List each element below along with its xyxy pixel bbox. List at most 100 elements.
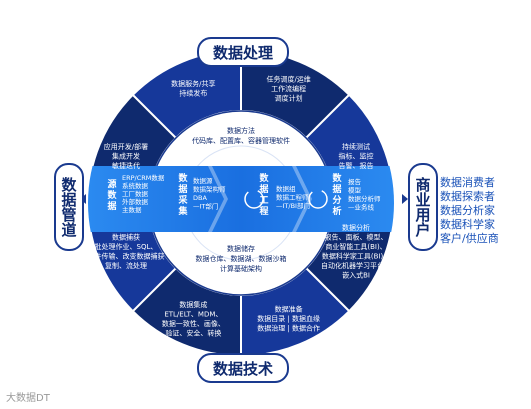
outer-ring-label-line: 数据捕获 [112,232,140,241]
business-user-item: 数据消费者 [440,176,495,189]
outer-ring-label-line: ETL/ELT、MDM、 [164,310,222,318]
band-stage-title-char: 据 [332,183,341,195]
outer-ring-label-line: 自动化机器学习平台、 [321,261,391,270]
band-stage-title-char: 数 [259,172,269,184]
business-user-item: 数据科学家 [440,218,495,231]
section-right-label: 商业用户 [408,163,438,251]
outer-ring-label-line: 数据科学家工具(BI)、 [322,251,390,260]
outer-ring-label-line: 嵌入式BI [342,270,370,279]
outer-ring-label-line: 文件传输、改变数据捕获 [87,251,164,260]
band-stage-item: 外部数据 [122,197,149,206]
outer-ring-label-line: 工作流编程 [271,84,306,93]
business-user-item: 客户/供应商 [440,232,499,245]
band-stage-item: 数据工程师 [276,193,309,202]
band-stage-items: ERP/CRM数据系统数据工厂数据外部数据主数据 [122,173,165,214]
band-stage-items: 报告模型数据分析师—业务线 [348,177,381,212]
outer-ring-label-line: 数据分析 [342,223,370,232]
band-stage-item: 报告 [348,177,362,186]
inner-ring-label: 数据方法代码库、配置库、容器管理软件 [192,126,290,145]
band-stage-item: DBA [193,194,207,202]
outer-ring-label-line: 敏捷迭代 [112,161,140,170]
outer-ring-label-line: 调度计划 [275,93,303,102]
band-stage-title-char: 数 [332,172,342,184]
outer-ring-label-line: 报告、面板、模型、 [325,232,388,241]
outer-ring-label-line: 数据准备 [275,305,303,314]
band-stage-title-char: 据 [178,183,187,195]
watermark-text: 大数据DT [6,393,50,404]
inner-ring-label-line: 计算基础架构 [220,264,262,273]
outer-ring-label-line: 商业智能工具(BI)、 [325,242,386,251]
band-stage-title: 数据分析 [332,172,342,217]
outer-ring-label-line: 持续发布 [179,89,207,98]
outer-ring-label: 数据准备数据目录 | 数据血缘数据治理 | 数据合作 [257,305,320,333]
band-stage-title-char: 数 [178,172,188,184]
outer-ring-label-line: 数据服务/共享 [171,79,215,88]
band-stage-title: 源数据 [107,178,117,212]
band-stage-item: 数据源 [193,176,213,185]
business-user-item: 数据探索者 [440,190,495,203]
band-stage-items: 数据组数据工程师—IT/BI部门 [276,184,310,210]
inner-ring-label-line: 代码库、配置库、容器管理软件 [192,136,290,145]
outer-ring-label-line: 验证、安全、转换 [165,328,221,337]
band-stage-item: 工厂数据 [122,189,149,198]
band-stage-title-char: 集 [177,205,188,217]
band-stage-item: 主数据 [122,205,142,214]
outer-ring-label-line: 数据一致性、画像、 [162,319,225,328]
band-stage-item: ERP/CRM数据 [122,173,165,182]
band-stage-title: 数据工程 [259,172,269,217]
outer-ring-label-line: 应用开发/部署 [104,142,148,151]
outer-ring-label-line: 批处理作业、SQL、 [95,242,158,251]
outer-ring-label: 持续测试指标、监控告警、报告 [339,142,374,170]
outer-ring-text: 任务调度/运维工作流编程调度计划持续测试指标、监控告警、报告数据分析报告、面板、… [87,74,391,337]
band-stage-title-char: 工 [259,195,268,206]
inner-ring-label-line: 数据储存 [227,244,255,253]
band-stage-title-char: 程 [259,205,268,217]
outer-ring-label-line: 数据目录 | 数据血缘 [257,314,320,323]
band-stage-title: 数据采集 [177,172,188,217]
outer-ring-label-line: 数据集成 [179,300,207,309]
outer-ring-label-line: 数据治理 | 数据合作 [257,324,320,333]
section-bottom-label: 数据技术 [197,353,289,383]
outer-ring-label-line: 持续测试 [342,142,370,151]
outer-ring-label: 数据服务/共享持续发布 [171,79,215,98]
outer-ring-label: 任务调度/运维工作流编程调度计划 [266,74,310,102]
band-stage-item: 数据组 [276,184,296,193]
inner-ring-label-line: 数据方法 [227,126,255,135]
outer-ring-label: 数据捕获批处理作业、SQL、文件传输、改变数据捕获复制、流处理 [87,232,164,270]
outer-ring-label: 应用开发/部署集成开发敏捷迭代 [104,142,148,170]
outer-ring-label-line: 指标、监控 [339,151,374,160]
business-users-list: 数据消费者 数据探索者 数据分析家 数据科学家 客户/供应商 [440,176,499,246]
band-stage-item: —IT部门 [193,202,218,211]
inner-ring-label: 数据储存数据仓库、数据湖、数据沙箱计算基础架构 [196,244,287,273]
section-top-label: 数据处理 [197,37,289,67]
band-stage-title-char: 分 [332,194,341,206]
band-stage-item: —IT/BI部门 [276,201,310,210]
band-stage-title-char: 据 [259,183,268,195]
outer-ring-label-line: 告警、报告 [339,161,374,170]
band-stage-item: 模型 [348,186,362,195]
cycle-icon [244,189,328,209]
pipeline-band [88,166,394,232]
band-stage-item: —业务线 [348,203,375,212]
inner-ring-label-line: 数据仓库、数据湖、数据沙箱 [196,254,287,263]
band-stage-title-char: 采 [177,194,187,206]
band-stage-item: 数据分析师 [348,194,381,203]
outer-ring-label-line: 集成开发 [112,151,140,160]
inner-ring-text: 数据方法代码库、配置库、容器管理软件数据储存数据仓库、数据湖、数据沙箱计算基础架… [192,126,290,273]
band-stage-item: 系统数据 [122,181,149,190]
outer-ring-label-line: 复制、流处理 [105,261,147,270]
band-stage-title-char: 据 [107,200,116,212]
business-user-item: 数据分析家 [440,204,495,217]
band-stage-title-char: 析 [332,205,341,217]
outer-ring-label: 数据分析报告、面板、模型、商业智能工具(BI)、数据科学家工具(BI)、自动化机… [321,223,391,280]
band-stage-title-char: 数 [107,189,117,201]
band-stage-item: 数据架构师 [193,185,226,194]
watermark-logo: 大数据DT [6,389,50,404]
band-stage-title-char: 源 [107,178,116,190]
outer-ring-label-line: 任务调度/运维 [266,74,310,83]
section-left-label: 数据管道 [54,163,84,251]
